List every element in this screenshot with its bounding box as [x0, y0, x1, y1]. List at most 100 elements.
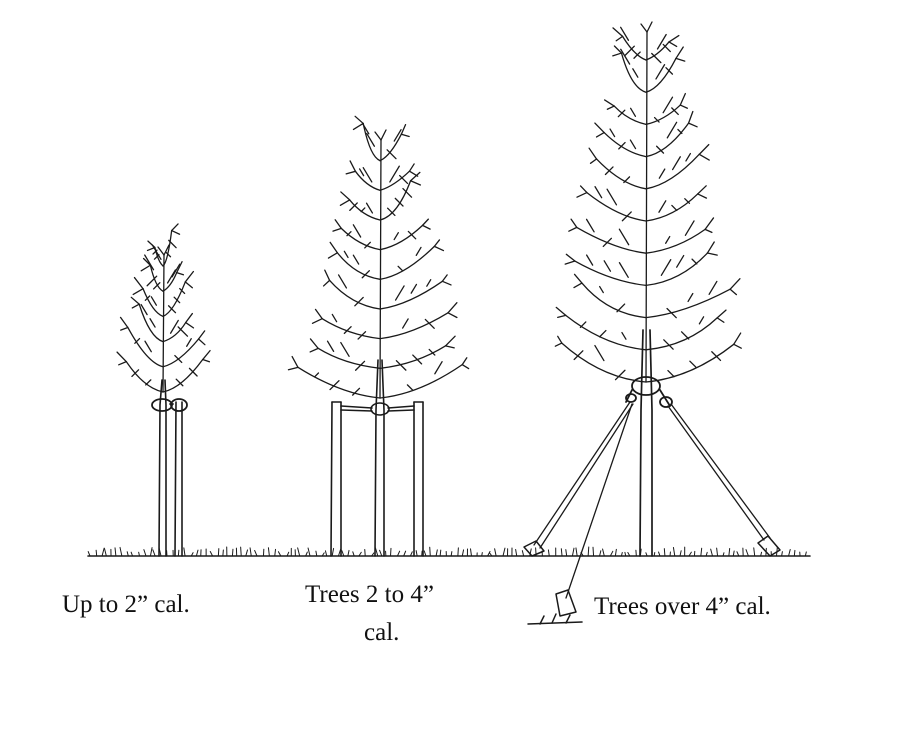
branch — [202, 349, 211, 361]
branch — [188, 367, 198, 377]
branch — [354, 170, 381, 191]
branch — [349, 199, 381, 221]
branch — [570, 218, 578, 229]
branch — [352, 122, 364, 131]
branch — [733, 343, 742, 349]
branch — [140, 264, 152, 272]
grass-blade — [347, 549, 350, 557]
branch — [309, 347, 319, 353]
branch — [389, 165, 400, 183]
branch — [679, 92, 686, 106]
branch — [594, 344, 605, 362]
branch — [138, 303, 164, 343]
branch — [557, 314, 567, 319]
branch — [309, 338, 319, 350]
grass-blade — [130, 551, 134, 557]
grass-blade — [415, 550, 418, 557]
grass-blade — [515, 548, 518, 557]
branch — [595, 158, 647, 190]
grass-blade — [95, 549, 98, 557]
branch — [662, 43, 671, 53]
branch — [336, 252, 381, 280]
grass-blade — [592, 546, 595, 557]
branch — [131, 303, 140, 309]
branch — [343, 250, 349, 259]
branch — [146, 246, 156, 252]
grass-blade — [249, 547, 252, 557]
grass-blade — [736, 551, 740, 557]
branch — [586, 191, 647, 222]
branch — [162, 271, 178, 292]
branch — [329, 380, 340, 391]
branch — [324, 269, 331, 282]
branch — [617, 109, 626, 118]
branch — [613, 45, 623, 54]
branch — [645, 193, 699, 222]
branch — [698, 153, 710, 161]
branch — [585, 218, 595, 233]
branch — [120, 326, 129, 331]
branch — [352, 387, 361, 396]
branch — [602, 237, 613, 248]
grass-blade — [183, 547, 186, 557]
branch — [598, 329, 607, 338]
ground-anchor-left — [523, 540, 545, 557]
branch — [379, 364, 463, 399]
grass-blade — [307, 547, 311, 557]
grass-blade — [143, 549, 147, 557]
branch — [687, 110, 694, 124]
branch — [349, 160, 357, 172]
small-tree-tie — [151, 398, 188, 412]
branch — [334, 219, 342, 230]
branch — [364, 241, 371, 249]
branch — [612, 52, 623, 57]
branch — [415, 246, 422, 257]
branch — [603, 131, 647, 158]
branch — [153, 254, 160, 260]
medium-tree — [287, 115, 470, 557]
branch — [663, 339, 674, 350]
branch — [716, 317, 725, 323]
grass-blade — [439, 549, 442, 557]
grass-blade — [152, 549, 156, 557]
branch — [379, 139, 382, 399]
branch — [379, 170, 411, 191]
grass-blade — [688, 551, 692, 557]
branch — [409, 180, 422, 186]
branch — [125, 361, 164, 393]
branch — [352, 224, 362, 238]
branch — [394, 197, 404, 207]
grass-blade — [245, 549, 249, 557]
caption-large-tree: Trees over 4” cal. — [594, 593, 771, 620]
grass-blade — [672, 547, 676, 557]
branch — [691, 258, 698, 265]
branch — [340, 341, 350, 357]
branch — [162, 338, 200, 368]
branch — [173, 296, 181, 304]
caption-small-tree: Up to 2” cal. — [62, 591, 190, 618]
grass-blade — [358, 551, 362, 557]
branch — [147, 240, 156, 249]
branch — [579, 185, 588, 194]
branch — [645, 343, 735, 383]
branch — [689, 360, 697, 368]
grass-blade — [614, 548, 617, 557]
branch — [340, 191, 351, 201]
branch — [620, 52, 647, 93]
branch — [645, 31, 648, 383]
branch — [671, 107, 679, 116]
grass-blade — [745, 549, 749, 557]
branch — [629, 139, 637, 150]
grass-blade — [101, 547, 105, 557]
grass-blade — [435, 549, 438, 557]
branch — [574, 260, 647, 287]
branch — [354, 296, 364, 307]
branch — [133, 276, 144, 290]
branch — [564, 260, 576, 265]
branch — [579, 321, 587, 329]
branch — [313, 372, 320, 378]
branch — [379, 345, 447, 369]
branch — [402, 318, 409, 329]
branch — [202, 358, 211, 363]
branch — [557, 335, 563, 344]
